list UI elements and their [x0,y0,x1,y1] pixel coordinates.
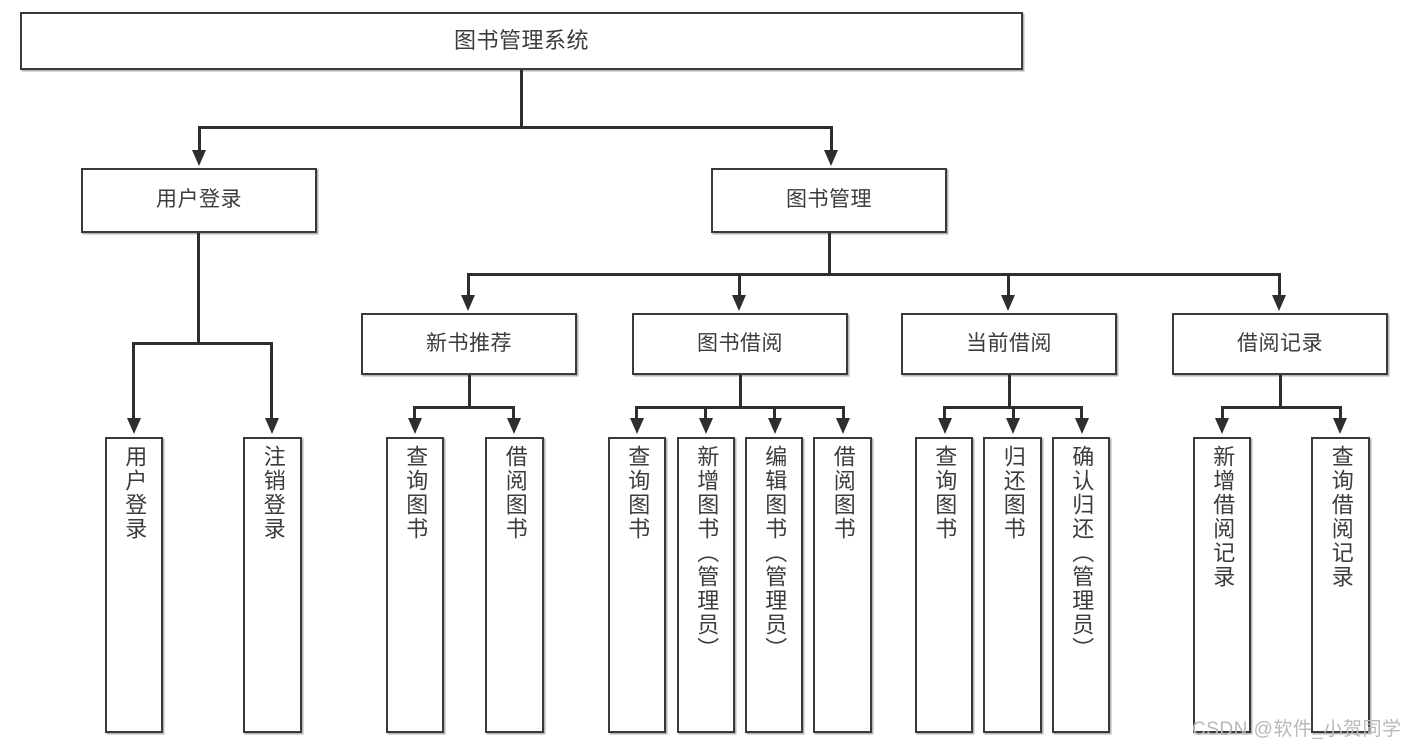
node-new-book-recommend[interactable]: 新书推荐 [361,313,577,375]
leaf-add-borrow-record[interactable]: 新增借阅记录 [1193,437,1251,733]
edge-current-borrow-to-leaf-1 [943,406,946,420]
arrow-user-login-to-leaf-1 [127,418,141,434]
arrow-root-to-user-login [192,150,206,166]
leaf-confirm-return-admin[interactable]: 确认归还（管理员） [1052,437,1110,733]
edge-book-mgmt-to-borrow [738,273,741,297]
edge-borrow-bus [635,406,844,409]
leaf-query-books-new[interactable]: 查询图书 [386,437,444,733]
edge-root-to-user-login [198,126,201,152]
node-borrow-records[interactable]: 借阅记录 [1172,313,1388,375]
edge-records-stem [1279,375,1282,408]
node-label: 用户登录 [122,445,148,541]
edge-user-login-to-leaf-1 [132,342,135,420]
edge-user-login-bus [132,342,272,345]
node-label: 查询图书 [403,445,429,541]
arrow-current-borrow-to-leaf-1 [938,418,952,434]
edge-new-books-bus [413,406,514,409]
arrow-borrow-to-leaf-1 [630,418,644,434]
node-label: 图书借阅 [697,331,783,355]
leaf-borrow-book[interactable]: 借阅图书 [813,437,872,733]
leaf-return-book[interactable]: 归还图书 [983,437,1042,733]
edge-book-mgmt-to-new-books [467,273,470,297]
edge-borrow-stem [739,375,742,408]
node-label: 归还图书 [1000,445,1026,541]
leaf-logout-login[interactable]: 注销登录 [243,437,302,733]
leaf-borrow-books-new[interactable]: 借阅图书 [485,437,544,733]
edge-records-to-leaf-2 [1339,406,1342,420]
edge-book-mgmt-stem [828,233,831,275]
edge-current-borrow-to-leaf-2 [1012,406,1015,420]
edge-current-borrow-to-leaf-3 [1080,406,1083,420]
node-user-login[interactable]: 用户登录 [81,168,317,233]
node-label: 借阅记录 [1237,331,1323,355]
arrow-borrow-to-leaf-2 [699,418,713,434]
arrow-records-to-leaf-2 [1333,418,1347,434]
edge-root-bus [198,126,832,129]
node-label: 查询图书 [932,445,958,541]
node-label: 用户登录 [156,188,242,212]
node-current-borrow[interactable]: 当前借阅 [901,313,1117,375]
edge-current-borrow-stem [1008,375,1011,408]
edge-records-to-leaf-1 [1221,406,1224,420]
edge-book-mgmt-bus [467,273,1281,276]
edge-borrow-to-leaf-2 [704,406,707,420]
edge-new-books-stem [468,375,471,408]
arrow-book-mgmt-to-borrow [732,295,746,311]
node-root-system[interactable]: 图书管理系统 [20,12,1023,70]
edge-book-mgmt-to-records [1278,273,1281,297]
node-label: 图书管理系统 [453,28,589,54]
leaf-user-login[interactable]: 用户登录 [105,437,163,733]
arrow-current-borrow-to-leaf-3 [1075,418,1089,434]
edge-new-books-to-leaf-1 [413,406,416,420]
node-label: 新增借阅记录 [1210,445,1236,589]
edge-user-login-stem [197,233,200,344]
node-book-management[interactable]: 图书管理 [711,168,947,233]
edge-borrow-to-leaf-4 [842,406,845,420]
node-label: 查询图书 [625,445,651,541]
edge-root-to-book-mgmt [830,126,833,152]
node-label: 编辑图书（管理员） [762,445,788,661]
node-label: 注销登录 [260,445,286,541]
arrow-book-mgmt-to-new-books [461,295,475,311]
arrow-root-to-book-mgmt [824,150,838,166]
node-label: 确认归还（管理员） [1069,445,1095,661]
arrow-new-books-to-leaf-2 [507,418,521,434]
node-label: 查询借阅记录 [1328,445,1354,589]
node-label: 借阅图书 [502,445,528,541]
arrow-borrow-to-leaf-4 [836,418,850,434]
arrow-borrow-to-leaf-3 [768,418,782,434]
edge-borrow-to-leaf-3 [773,406,776,420]
arrow-current-borrow-to-leaf-2 [1006,418,1020,434]
edge-book-mgmt-to-current-borrow [1007,273,1010,297]
arrow-user-login-to-leaf-2 [265,418,279,434]
leaf-query-books-current[interactable]: 查询图书 [915,437,973,733]
node-label: 当前借阅 [966,331,1052,355]
node-label: 图书管理 [786,188,872,212]
node-label: 新增图书（管理员） [694,445,720,661]
node-book-borrow[interactable]: 图书借阅 [632,313,848,375]
leaf-query-books-borrow[interactable]: 查询图书 [608,437,666,733]
arrow-book-mgmt-to-current-borrow [1001,295,1015,311]
edge-user-login-to-leaf-2 [270,342,273,420]
edge-new-books-to-leaf-2 [512,406,515,420]
arrow-new-books-to-leaf-1 [408,418,422,434]
edge-root-stem [520,70,523,128]
arrow-records-to-leaf-1 [1215,418,1229,434]
edge-records-bus [1221,406,1341,409]
csdn-watermark: CSDN @软件_小贺同学 [1192,719,1402,740]
node-label: 借阅图书 [830,445,856,541]
node-label: 新书推荐 [426,331,512,355]
leaf-query-borrow-record[interactable]: 查询借阅记录 [1311,437,1370,733]
arrow-book-mgmt-to-records [1272,295,1286,311]
leaf-edit-book-admin[interactable]: 编辑图书（管理员） [745,437,803,733]
leaf-add-book-admin[interactable]: 新增图书（管理员） [677,437,735,733]
edge-borrow-to-leaf-1 [635,406,638,420]
